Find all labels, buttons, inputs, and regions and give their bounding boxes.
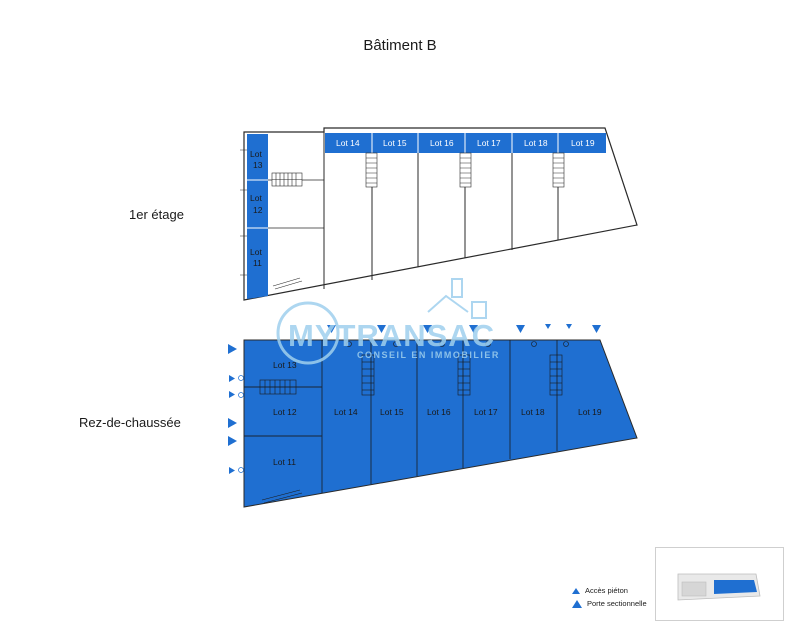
upper-lot12-label-b: 12: [253, 205, 263, 215]
watermark-ring: [276, 301, 340, 365]
sectional-door-markers-left: [228, 344, 237, 446]
upper-lot18-label: Lot 18: [524, 138, 548, 148]
upper-lot-column: [247, 134, 268, 299]
upper-lot16-label: Lot 16: [430, 138, 454, 148]
ground-stairs: [259, 354, 563, 504]
upper-lot12-label-a: Lot: [250, 193, 262, 203]
legend-pedestrian: Accès piéton: [572, 586, 628, 595]
upper-floor-outline: [243, 127, 638, 301]
upper-lot13-label-a: Lot: [250, 149, 262, 159]
ground-lot15-label: Lot 15: [380, 407, 404, 417]
building-title: Bâtiment B: [363, 37, 437, 54]
ground-lot11-label: Lot 11: [273, 457, 296, 467]
site-key-map: [655, 547, 784, 621]
legend-sectional-label: Porte sectionnelle: [587, 599, 647, 608]
sectional-triangle-icon: [572, 599, 582, 608]
pedestrian-markers-top: [545, 324, 572, 329]
legend-pedestrian-label: Accès piéton: [585, 586, 628, 595]
level-label-ground: Rez-de-chaussée: [79, 415, 181, 430]
upper-lot13-label-b: 13: [253, 160, 263, 170]
legend-sectional: Porte sectionnelle: [572, 599, 647, 608]
upper-stairs: [365, 152, 565, 188]
upper-lot15-label: Lot 15: [383, 138, 407, 148]
upper-lot17-label: Lot 17: [477, 138, 501, 148]
upper-stairs-left: [271, 172, 303, 290]
watermark-brand: MYTRANSAC: [288, 318, 495, 353]
sectional-door-markers-top: [327, 325, 601, 333]
pedestrian-triangle-icon: [572, 587, 580, 594]
pedestrian-markers-left: [229, 375, 235, 474]
upper-lot11-label-b: 11: [253, 258, 262, 268]
ground-lot19-label: Lot 19: [578, 407, 602, 417]
watermark-house-icon: [427, 294, 469, 313]
ground-lot18-label: Lot 18: [521, 407, 545, 417]
key-map-building-b: [714, 580, 757, 594]
level-label-upper: 1er étage: [129, 207, 184, 222]
ground-lot17-label: Lot 17: [474, 407, 498, 417]
ground-lot16-label: Lot 16: [427, 407, 451, 417]
upper-lot19-label: Lot 19: [571, 138, 595, 148]
upper-lot14-label: Lot 14: [336, 138, 360, 148]
upper-floor-plan: Lot 13 Lot 12 Lot 11 Lot 14 Lot 15 Lot 1…: [240, 127, 638, 301]
ground-lot13-label: Lot 13: [273, 360, 297, 370]
watermark-logo: MYTRANSAC CONSEIL EN IMMOBILIER: [276, 278, 500, 365]
ground-floor-plan: Lot 13 Lot 12 Lot 11 Lot 14 Lot 15 Lot 1…: [228, 324, 638, 508]
watermark-tagline: CONSEIL EN IMMOBILIER: [357, 350, 500, 360]
upper-lot11-label-a: Lot: [250, 247, 262, 257]
ground-lot14-label: Lot 14: [334, 407, 358, 417]
ground-lot12-label: Lot 12: [273, 407, 297, 417]
ground-floor-outline: [243, 339, 638, 508]
